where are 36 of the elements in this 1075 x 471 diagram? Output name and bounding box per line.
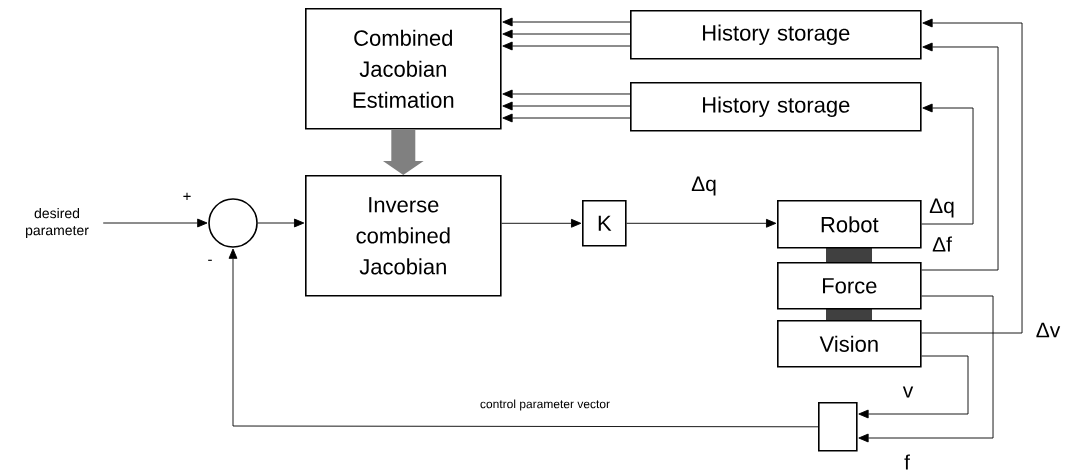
arrow	[502, 29, 631, 39]
arrow	[502, 41, 631, 51]
arrow	[502, 101, 631, 111]
summing-junction	[208, 198, 258, 248]
block-box: History storage	[630, 82, 922, 132]
arrow	[501, 218, 582, 228]
block-box: History storage	[630, 10, 922, 60]
sign-label: -	[208, 259, 212, 261]
block-box: Robot	[777, 200, 922, 249]
arrow	[626, 218, 777, 228]
block-box: Force	[777, 262, 922, 310]
arrow	[858, 295, 994, 443]
edge-label: Δf	[932, 236, 952, 252]
arrow	[921, 18, 1023, 334]
block-box: Vision	[777, 320, 922, 368]
arrow	[257, 218, 305, 228]
arrow	[102, 218, 208, 228]
arrow	[921, 42, 999, 271]
block-box: Inverse combined Jacobian	[305, 175, 502, 297]
edge-label: Δq	[691, 176, 716, 196]
arrow	[502, 113, 631, 123]
edge-label: Δv	[1036, 322, 1061, 338]
arrow	[858, 355, 969, 419]
input-label: desired parameter	[26, 208, 89, 238]
edge-label: v	[902, 386, 914, 398]
edge-label: control parameter vector	[480, 399, 610, 411]
edge-label: Δq	[929, 198, 954, 218]
edge-label: f	[904, 454, 910, 470]
arrow	[921, 103, 974, 225]
summing-box	[818, 402, 858, 452]
sign-label: +	[183, 192, 191, 200]
arrow	[502, 17, 631, 27]
arrow	[502, 89, 631, 99]
block-box: K	[582, 200, 627, 247]
block-box: Combined Jacobian Estimation	[305, 8, 502, 130]
arrow	[228, 248, 819, 428]
